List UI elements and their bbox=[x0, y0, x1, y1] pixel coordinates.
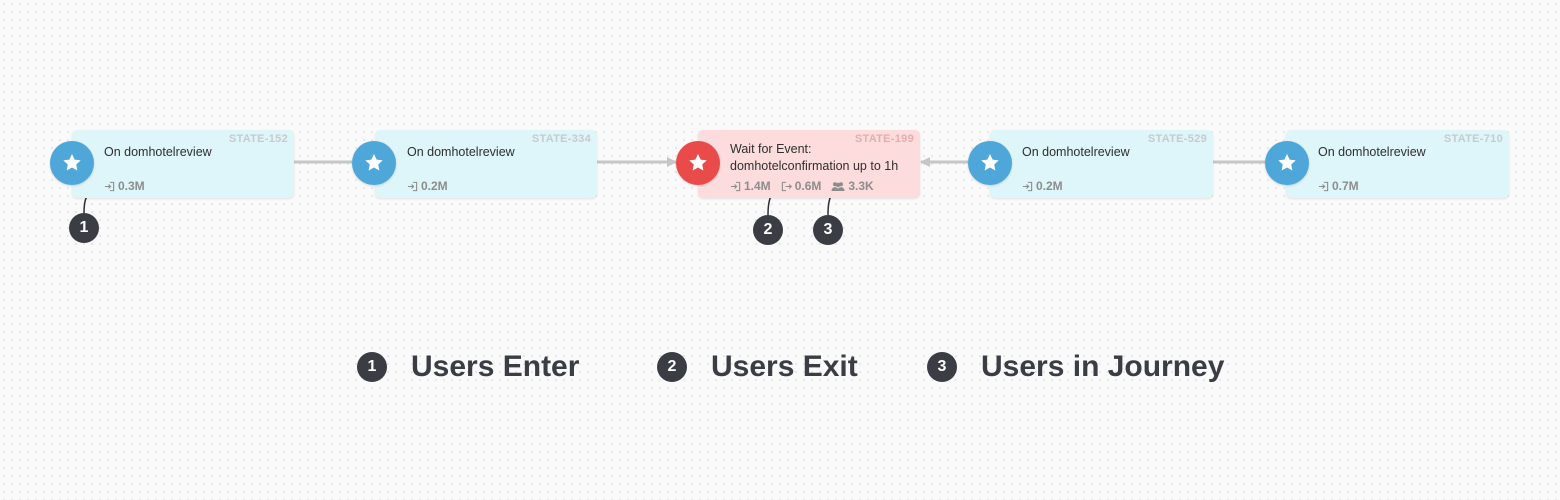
node-title: On domhotelreview bbox=[1318, 145, 1426, 159]
legend-item-1: 1 Users Enter bbox=[357, 350, 579, 384]
state-id: STATE-152 bbox=[228, 133, 288, 145]
state-id: STATE-334 bbox=[531, 133, 591, 145]
stat-value: 0.6M bbox=[794, 179, 822, 193]
enter-icon bbox=[730, 181, 741, 192]
stat-value: 0.3M bbox=[118, 179, 145, 193]
legend-item-3: 3 Users in Journey bbox=[927, 350, 1224, 384]
enter-icon bbox=[407, 181, 418, 192]
stat-exit: 0.6M bbox=[781, 179, 822, 193]
node-stats: 0.3M bbox=[104, 179, 145, 193]
callout-badge-2: 2 bbox=[753, 215, 783, 245]
legend-label: Users in Journey bbox=[981, 350, 1225, 383]
star-icon bbox=[50, 141, 94, 185]
stat-users: 3.3K bbox=[831, 179, 874, 193]
stat-value: 0.2M bbox=[421, 179, 448, 193]
journey-node-state-529[interactable]: STATE-529 On domhotelreview 0.2M bbox=[990, 130, 1213, 198]
state-id: STATE-710 bbox=[1443, 133, 1503, 145]
legend-label: Users Enter bbox=[411, 350, 580, 383]
node-title: Wait for Event: domhotelconfirmation up … bbox=[730, 142, 899, 173]
callout-badge-3: 3 bbox=[813, 215, 843, 245]
star-icon bbox=[352, 141, 396, 185]
star-icon bbox=[676, 141, 720, 185]
legend-badge: 2 bbox=[657, 352, 687, 382]
node-stats: 0.2M bbox=[1022, 179, 1063, 193]
stat-value: 0.2M bbox=[1036, 179, 1063, 193]
users-icon bbox=[831, 181, 845, 192]
journey-node-state-710[interactable]: STATE-710 On domhotelreview 0.7M bbox=[1286, 130, 1509, 198]
enter-icon bbox=[104, 181, 115, 192]
exit-icon bbox=[781, 181, 792, 192]
state-id: STATE-199 bbox=[854, 133, 914, 145]
stat-value: 3.3K bbox=[848, 179, 874, 193]
node-title: On domhotelreview bbox=[407, 145, 515, 159]
node-stats: 1.4M 0.6M 3.3K bbox=[730, 179, 874, 193]
node-stats: 0.7M bbox=[1318, 179, 1359, 193]
legend-badge: 1 bbox=[357, 352, 387, 382]
callout-badge-1: 1 bbox=[69, 213, 99, 243]
state-id: STATE-529 bbox=[1147, 133, 1207, 145]
stat-enter: 0.2M bbox=[407, 179, 448, 193]
stat-enter: 1.4M bbox=[730, 179, 771, 193]
node-title: On domhotelreview bbox=[104, 145, 212, 159]
enter-icon bbox=[1022, 181, 1033, 192]
stat-enter: 0.7M bbox=[1318, 179, 1359, 193]
enter-icon bbox=[1318, 181, 1329, 192]
journey-node-state-334[interactable]: STATE-334 On domhotelreview 0.2M bbox=[375, 130, 597, 198]
stat-enter: 0.3M bbox=[104, 179, 145, 193]
node-title: On domhotelreview bbox=[1022, 145, 1130, 159]
stat-enter: 0.2M bbox=[1022, 179, 1063, 193]
legend-badge: 3 bbox=[927, 352, 957, 382]
legend-label: Users Exit bbox=[711, 350, 858, 383]
stat-value: 1.4M bbox=[744, 179, 771, 193]
legend-item-2: 2 Users Exit bbox=[657, 350, 858, 384]
stat-value: 0.7M bbox=[1332, 179, 1359, 193]
star-icon bbox=[1265, 141, 1309, 185]
journey-node-state-152[interactable]: STATE-152 On domhotelreview 0.3M bbox=[72, 130, 294, 198]
star-icon bbox=[968, 141, 1012, 185]
node-stats: 0.2M bbox=[407, 179, 448, 193]
